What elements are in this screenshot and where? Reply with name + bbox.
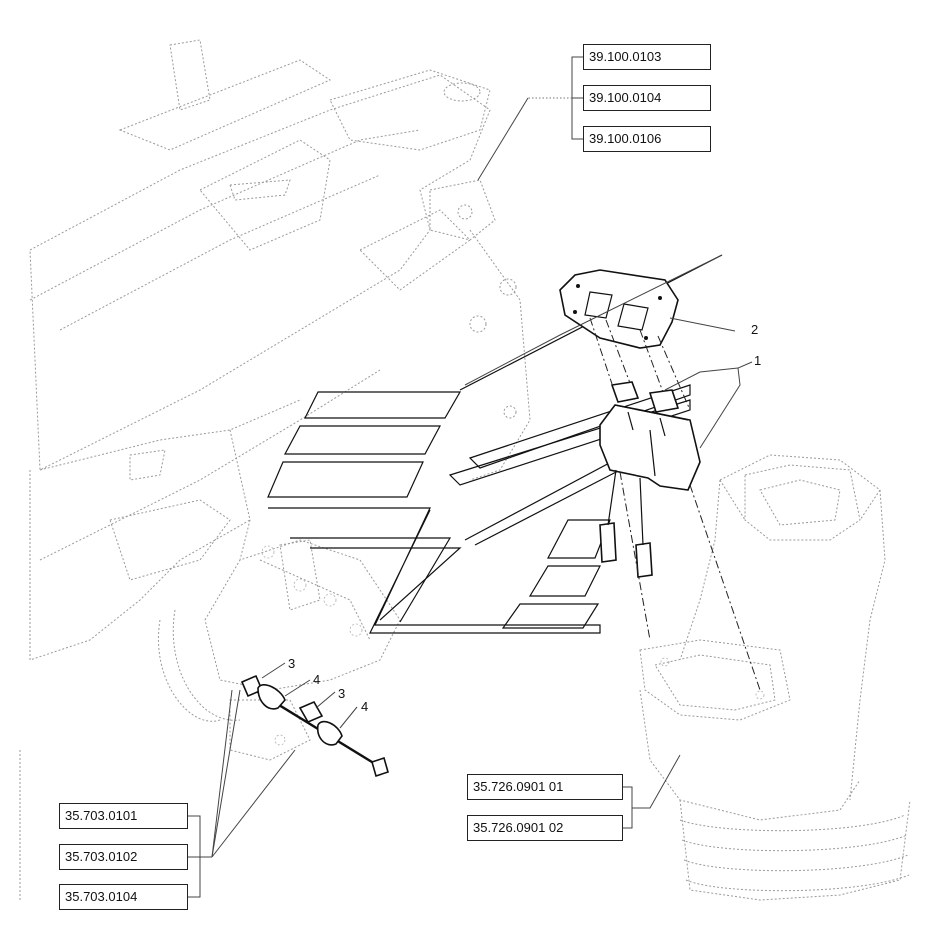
callout-numbers: 2 1 3 4 3 4 [288, 322, 761, 714]
ref-box-39-100-0106[interactable]: 39.100.0106 [583, 126, 711, 152]
callout-item-2: 2 [751, 322, 758, 337]
callout-item-1: 1 [754, 353, 761, 368]
callout-item-3b: 3 [338, 686, 345, 701]
callout-item-4b: 4 [361, 699, 368, 714]
cover-plate-part-2[interactable] [559, 269, 679, 349]
cable-harness-parts-3-4[interactable] [240, 674, 389, 778]
callout-item-3a: 3 [288, 656, 295, 671]
ref-box-39-100-0103[interactable]: 39.100.0103 [583, 44, 711, 70]
callout-item-4a: 4 [313, 672, 320, 687]
switch-block-part-1[interactable] [599, 381, 701, 578]
assembly-lines [589, 317, 761, 691]
ref-box-35-703-0102[interactable]: 35.703.0102 [59, 844, 188, 870]
console-pedestal-ghost [639, 454, 911, 901]
ref-box-35-703-0104[interactable]: 35.703.0104 [59, 884, 188, 910]
ref-box-35-726-0901-01[interactable]: 35.726.0901 01 [467, 774, 623, 800]
ref-box-39-100-0104[interactable]: 39.100.0104 [583, 85, 711, 111]
ref-box-35-703-0101[interactable]: 35.703.0101 [59, 803, 188, 829]
ref-box-35-726-0901-02[interactable]: 35.726.0901 02 [467, 815, 623, 841]
chassis-frame-ghost [19, 39, 531, 900]
leader-lines [188, 56, 753, 898]
